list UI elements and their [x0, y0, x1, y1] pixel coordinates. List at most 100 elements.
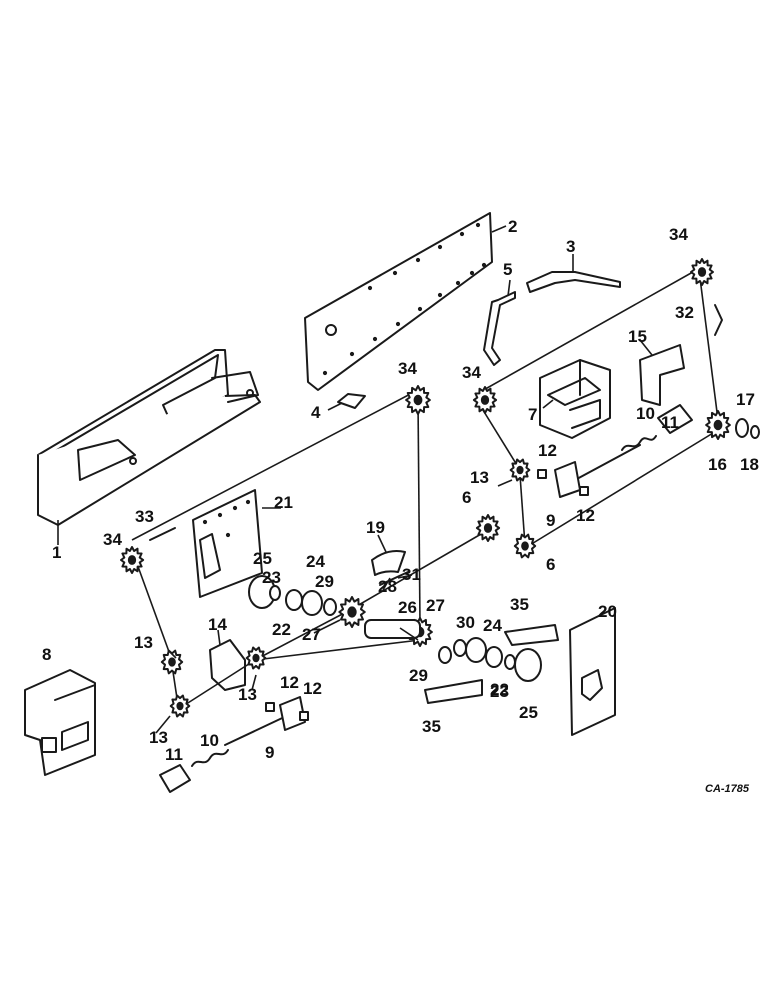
- callout-24: 24: [306, 552, 325, 571]
- drawing-code: CA-1785: [705, 783, 750, 795]
- sprocket-6-upper: [475, 514, 501, 542]
- callout-7: 7: [528, 405, 537, 424]
- callout-5: 5: [503, 260, 512, 279]
- callout-22: 22: [490, 680, 509, 699]
- callout-18: 18: [740, 455, 759, 474]
- collar-17: [735, 418, 749, 438]
- key-12-a: [537, 469, 547, 479]
- callout-25: 25: [253, 549, 272, 568]
- idler-shaft-right: [554, 404, 693, 498]
- idler-bracket: [209, 639, 246, 691]
- callout-35: 35: [422, 717, 441, 736]
- callout-27: 27: [426, 596, 445, 615]
- washer-29-right: [438, 646, 452, 664]
- washer-29-left: [323, 598, 337, 616]
- bearing-plate-left: [192, 489, 263, 598]
- sprocket-27-left: [338, 596, 366, 628]
- callout-34: 34: [462, 363, 481, 382]
- callout-12: 12: [303, 679, 322, 698]
- callout-10: 10: [200, 731, 219, 750]
- callout-29: 29: [315, 572, 334, 591]
- callout-22: 22: [272, 620, 291, 639]
- callout-3: 3: [566, 237, 575, 256]
- pin-33: [149, 527, 176, 541]
- idler-shaft-left: [159, 696, 306, 793]
- callout-9: 9: [546, 511, 555, 530]
- washer-30: [453, 639, 467, 657]
- key-12-d: [299, 711, 309, 721]
- callout-10: 10: [636, 404, 655, 423]
- sprocket-34-right: [690, 258, 714, 286]
- bearing-flange-25-right: [514, 648, 542, 682]
- side-sheet-left: [37, 349, 261, 526]
- sprocket-6-lower: [513, 533, 537, 559]
- callout-34: 34: [669, 225, 688, 244]
- callout-33: 33: [135, 507, 154, 526]
- ring-18: [750, 425, 760, 439]
- callout-8: 8: [42, 645, 51, 664]
- callout-26: 26: [398, 598, 417, 617]
- drive-shaft: [364, 571, 421, 639]
- sprocket-13-mid: [245, 646, 267, 670]
- support-strap-lower: [424, 679, 483, 704]
- callout-9: 9: [265, 743, 274, 762]
- hanger-bracket: [483, 291, 516, 366]
- bearing-insert-23-left: [269, 585, 281, 601]
- callout-14: 14: [208, 615, 227, 634]
- callout-30: 30: [456, 613, 475, 632]
- callout-17: 17: [736, 390, 755, 409]
- support-strap-upper: [504, 624, 559, 646]
- key-12-c: [265, 702, 275, 712]
- callout-29: 29: [409, 666, 428, 685]
- tension-spring-32: [714, 304, 723, 336]
- small-bracket: [639, 344, 685, 406]
- shield: [371, 550, 406, 576]
- bearing-22-right: [485, 646, 503, 668]
- strap-bracket: [526, 271, 621, 293]
- key-12-b: [579, 486, 589, 496]
- callout-28: 28: [378, 577, 397, 596]
- callout-20: 20: [598, 602, 617, 621]
- bearing-insert-23-right: [504, 654, 516, 670]
- bearing-plate-right: [569, 607, 616, 736]
- callout-16: 16: [708, 455, 727, 474]
- callout-12: 12: [538, 441, 557, 460]
- sprocket-16: [705, 410, 731, 440]
- drive-chains: [131, 267, 719, 709]
- callout-13: 13: [470, 468, 489, 487]
- callout-21: 21: [274, 493, 293, 512]
- sprockets: [120, 258, 731, 718]
- callout-23: 23: [262, 568, 281, 587]
- bearing-22-left: [285, 589, 303, 611]
- callout-13: 13: [149, 728, 168, 747]
- sprocket-34-center: [405, 385, 431, 415]
- callout-15: 15: [628, 327, 647, 346]
- small-plate: [337, 393, 366, 409]
- callout-19: 19: [366, 518, 385, 537]
- sprocket-34-left: [120, 546, 145, 574]
- callout-27: 27: [302, 625, 321, 644]
- callout-6: 6: [462, 488, 471, 507]
- callout-12: 12: [280, 673, 299, 692]
- callout-34: 34: [103, 530, 122, 549]
- callout-1: 1: [52, 543, 61, 562]
- leader-lines: [57, 225, 653, 734]
- callout-4: 4: [311, 403, 321, 422]
- callout-32: 32: [675, 303, 694, 322]
- sprocket-13-left-upper: [160, 649, 184, 675]
- callout-34: 34: [398, 359, 417, 378]
- callout-11: 11: [661, 413, 679, 432]
- mounting-bracket: [539, 359, 611, 439]
- sprocket-13-right: [509, 458, 531, 482]
- collar-24-right: [465, 637, 487, 663]
- callout-25: 25: [519, 703, 538, 722]
- callout-12: 12: [576, 506, 595, 525]
- sprocket-34-mid: [472, 386, 498, 414]
- bearings: [248, 575, 542, 682]
- callout-31: 31: [402, 565, 421, 584]
- callout-2: 2: [508, 217, 517, 236]
- callout-23: 23: [490, 682, 509, 701]
- upper-panel: [304, 212, 493, 391]
- callout-6: 6: [546, 555, 555, 574]
